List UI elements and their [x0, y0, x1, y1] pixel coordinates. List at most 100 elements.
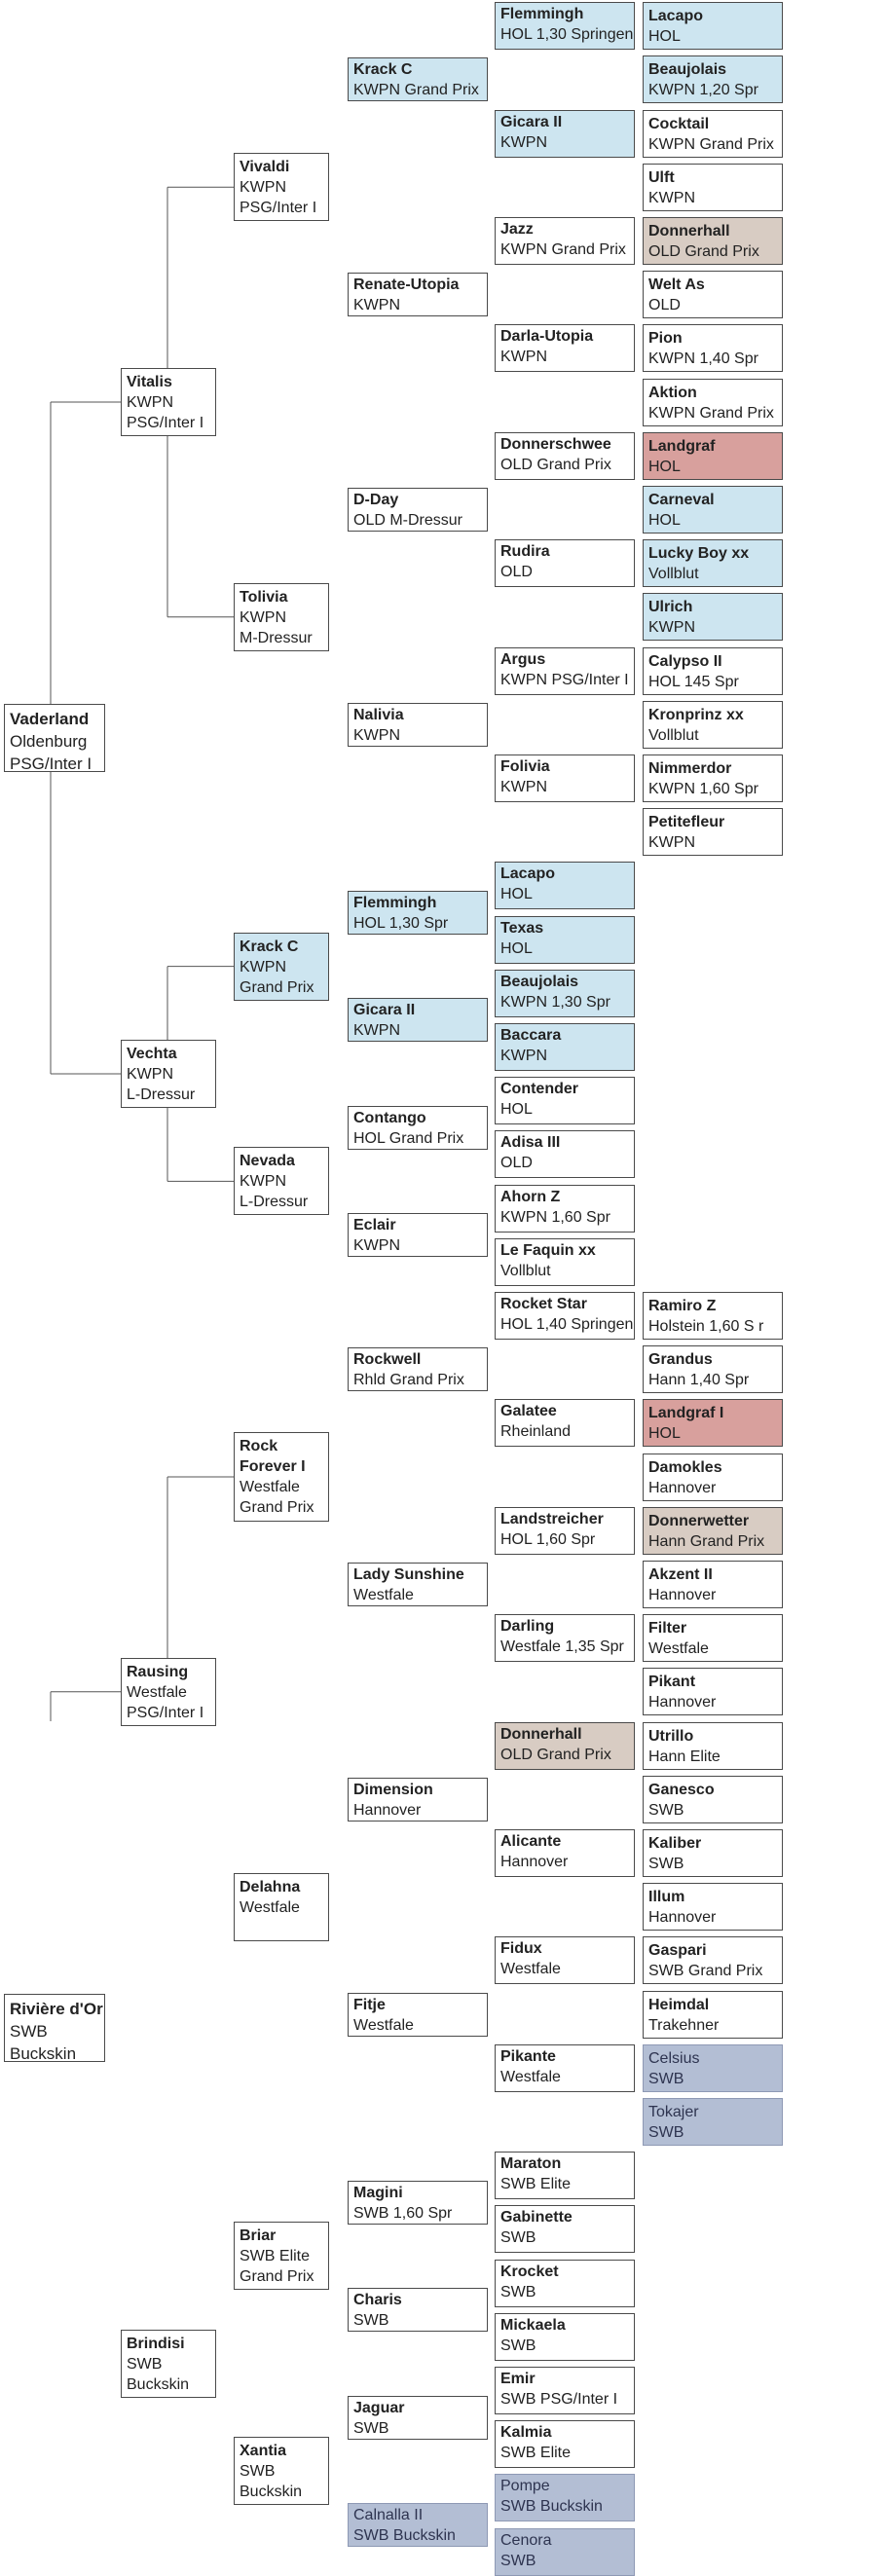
horse-info: KWPN	[353, 1022, 400, 1039]
horse-name: Lady Sunshine	[353, 1566, 464, 1583]
horse-name: Ganesco	[648, 1782, 715, 1798]
horse-name: Emir	[500, 2371, 536, 2387]
horse-info: KWPN	[353, 727, 400, 744]
horse-info: HOL	[648, 512, 681, 529]
horse-name: Forever I	[240, 1458, 306, 1475]
horse-info: SWB Grand Prix	[648, 1963, 763, 1979]
horse-info: SWB	[10, 2022, 48, 2041]
horse-info: Westfale	[353, 2017, 414, 2034]
horse-name: Welt As	[648, 276, 705, 293]
horse-name: Krack C	[240, 938, 299, 955]
horse-info: KWPN	[127, 1066, 173, 1083]
horse-info: HOL	[500, 940, 533, 957]
horse-info: Hann 1,40 Spr	[648, 1372, 750, 1388]
horse-info: OLD M-Dressur	[353, 512, 463, 529]
horse-name: Rock	[240, 1438, 278, 1454]
horse-name: Gabinette	[500, 2209, 573, 2226]
horse-name: Gicara II	[500, 114, 563, 130]
horse-name: Fitje	[353, 1997, 386, 2013]
horse-name: Gicara II	[353, 1002, 416, 1018]
horse-name: Rockwell	[353, 1351, 422, 1368]
horse-name: Akzent II	[648, 1566, 713, 1583]
horse-info: SWB	[648, 1856, 684, 1872]
horse-info: Vollblut	[648, 727, 699, 744]
horse-name: Nalivia	[353, 707, 404, 723]
horse-info: SWB Elite	[500, 2445, 572, 2461]
horse-info: HOL	[648, 459, 681, 475]
horse-info: Rheinland	[500, 1423, 572, 1440]
horse-name: Calypso II	[648, 653, 722, 670]
horse-info: SWB	[500, 2337, 536, 2354]
horse-name: Landgraf	[648, 438, 716, 455]
horse-name: Pion	[648, 330, 683, 347]
horse-name: Illum	[648, 1889, 685, 1905]
horse-name: Flemmingh	[500, 6, 584, 22]
horse-info: KWPN	[648, 619, 695, 636]
horse-info: Grand Prix	[240, 979, 314, 996]
horse-name: Celsius	[648, 2050, 700, 2067]
horse-info: KWPN	[500, 779, 547, 795]
horse-info: SWB Elite	[500, 2176, 572, 2192]
horse-name: Cocktail	[648, 116, 710, 132]
horse-info: L-Dressur	[240, 1194, 309, 1210]
horse-name: Mickaela	[500, 2317, 566, 2334]
horse-name: Pikante	[500, 2048, 556, 2065]
horse-name: Ulrich	[648, 599, 693, 615]
horse-info: OLD Grand Prix	[648, 243, 759, 260]
horse-info: KWPN 1,60 Spr	[648, 781, 758, 797]
horse-name: Darla-Utopia	[500, 328, 594, 345]
horse-info: KWPN	[500, 134, 547, 151]
horse-name: Carneval	[648, 492, 715, 508]
horse-name: Fidux	[500, 1940, 542, 1957]
horse-info: KWPN 1,30 Spr	[500, 994, 610, 1011]
horse-name: Landstreicher	[500, 1511, 604, 1527]
horse-info: KWPN	[240, 1173, 286, 1190]
horse-name: Krocket	[500, 2263, 559, 2280]
horse-info: SWB	[648, 1802, 684, 1819]
horse-info: Oldenburg	[10, 732, 88, 751]
horse-name: Contango	[353, 1110, 426, 1126]
horse-name: Lucky Boy xx	[648, 545, 750, 562]
horse-info: SWB	[353, 2420, 389, 2437]
horse-info: HOL 1,30 Spr	[353, 915, 449, 932]
horse-info: HOL 1,30 Springen	[500, 26, 634, 43]
horse-name: Galatee	[500, 1403, 557, 1419]
horse-name: Maraton	[500, 2155, 562, 2172]
